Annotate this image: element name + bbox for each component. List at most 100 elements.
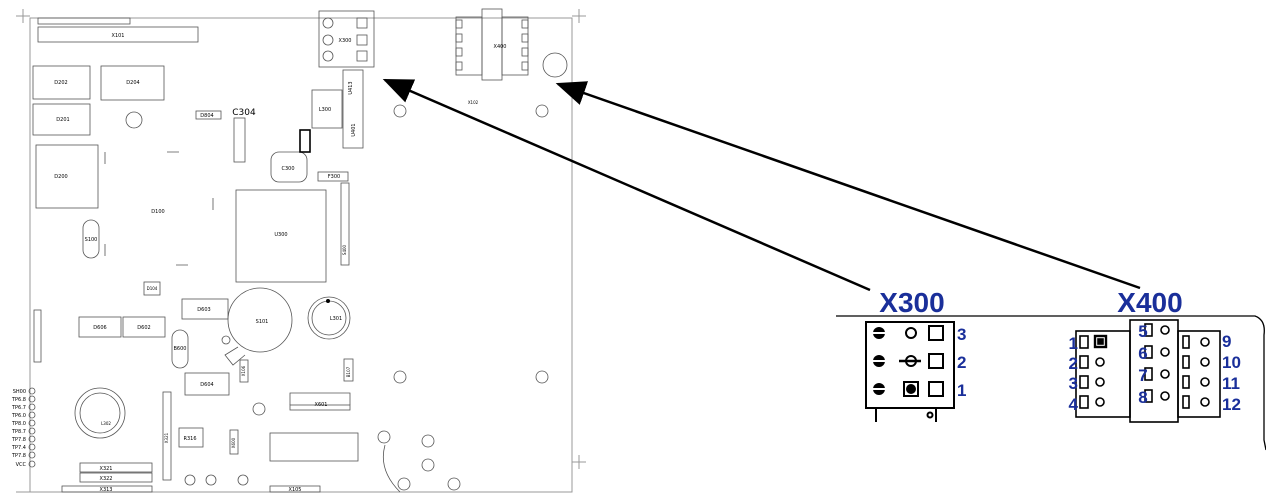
d100-label: D100 (151, 209, 164, 215)
d200-label: D200 (54, 174, 67, 180)
mount-hole-15 (237, 474, 249, 486)
d604-label: D604 (200, 382, 213, 388)
test-point-label: TP7.4 (11, 445, 26, 451)
test-point-label: TP8.0 (11, 421, 26, 427)
x400-right-pin-label: 10 (1222, 353, 1241, 372)
x400-zoom-title: X400 (1117, 287, 1182, 318)
x300-zoom-connector (865, 321, 955, 422)
f300-label: F300 (328, 174, 340, 180)
l301-dot (326, 299, 330, 303)
mount-hole-16 (221, 335, 231, 345)
u413-label: U413 (348, 81, 354, 94)
x400-mid-pin-label: 5 (1138, 322, 1147, 341)
x321-side-label: X321 (164, 432, 169, 443)
x300-zoom-screws (873, 327, 921, 395)
x300-pin-label: 1 (957, 381, 966, 400)
mount-hole-1 (542, 52, 568, 78)
c300-label: C300 (281, 166, 294, 172)
u401-label: U401 (351, 123, 357, 136)
test-point-label: TP7.8 (11, 437, 26, 443)
c304-outline (233, 117, 246, 163)
zoom-frame (836, 315, 1266, 451)
mount-hole-9 (421, 434, 435, 448)
x322-outline (79, 472, 153, 483)
d202-label: D202 (54, 80, 67, 86)
x300-connector (318, 10, 375, 68)
mount-hole-13 (184, 474, 196, 486)
r316-label: R316 (183, 436, 196, 442)
x400-mid-pin-label: 6 (1138, 344, 1147, 363)
x102-label: X102 (468, 100, 479, 105)
mount-hole-6 (535, 370, 549, 384)
x300-board-label: X300 (339, 38, 352, 44)
mount-hole-4 (535, 104, 549, 118)
x601-outline (289, 392, 351, 405)
d606-outline (78, 316, 122, 338)
board-outline (16, 9, 586, 493)
x400-left-pin-label: 4 (1069, 395, 1079, 414)
d602-label: D602 (137, 325, 150, 331)
x601-label: X601 (315, 402, 328, 408)
x321-label: X321 (100, 466, 113, 472)
test-point-label: TP6.0 (11, 413, 26, 419)
b107-outline (343, 358, 354, 382)
l302-inner (79, 392, 121, 434)
d606-label: D606 (93, 325, 106, 331)
mount-hole-5 (393, 370, 407, 384)
c300-outline (270, 151, 308, 183)
x106-outline (239, 359, 249, 383)
s400-label: S400 (342, 244, 347, 255)
d603-outline (181, 298, 229, 320)
mount-hole-7 (252, 402, 266, 416)
x301-outline (299, 129, 311, 153)
x400-right-pin-label: 11 (1222, 374, 1240, 393)
x400-left-pin-label: 1 (1069, 334, 1078, 353)
s101-outline (227, 287, 293, 353)
mount-hole-14 (205, 474, 217, 486)
x400-zoom-connector (1075, 319, 1221, 423)
x105-outline (269, 485, 321, 493)
mount-hole-3 (393, 104, 407, 118)
x400-mid-pin-label: 7 (1138, 366, 1147, 385)
d104-outline (143, 281, 161, 296)
x400-right-pin-label: 9 (1222, 332, 1231, 351)
x101-label: X101 (112, 33, 125, 39)
x600-outline (229, 429, 239, 455)
test-point-label: TP6.8 (11, 397, 26, 403)
test-point-label: SH00 (13, 389, 26, 395)
x300-pin-label: 2 (957, 353, 966, 372)
u300-outline (235, 189, 327, 283)
l301-label: L301 (330, 316, 342, 322)
x400-left-pin-label: 3 (1069, 374, 1078, 393)
r316-outline (178, 427, 204, 448)
mount-hole-11 (397, 477, 411, 491)
d201-outline (32, 103, 91, 136)
x103-outline (33, 309, 42, 363)
d204-outline (100, 65, 165, 101)
x400-right-pin-label: 12 (1222, 395, 1241, 414)
d100-outline (104, 151, 214, 266)
x322-label: X322 (100, 476, 113, 482)
b600-outline (171, 329, 189, 369)
d804-label: D804 (200, 113, 213, 119)
x321-outline (79, 462, 153, 473)
x106-label: X106 (241, 365, 246, 376)
s101-tab (224, 346, 246, 366)
l300-outline (311, 89, 343, 129)
mount-hole-10 (421, 458, 435, 472)
u413-outline (342, 69, 364, 149)
arrow-to-x300 (382, 78, 871, 292)
x400-board-label: X400 (494, 44, 507, 50)
f300-outline (317, 171, 349, 182)
x313-outline (61, 485, 153, 493)
s101-label: S101 (256, 319, 269, 325)
d202-outline (32, 65, 91, 100)
d804-outline (195, 110, 222, 120)
arrow-to-x400 (555, 81, 1141, 290)
mount-hole-12 (447, 477, 461, 491)
d604-outline (184, 372, 230, 396)
test-point-label: VCC (16, 462, 27, 468)
x313-label: X313 (100, 487, 113, 493)
d602-outline (122, 316, 166, 338)
